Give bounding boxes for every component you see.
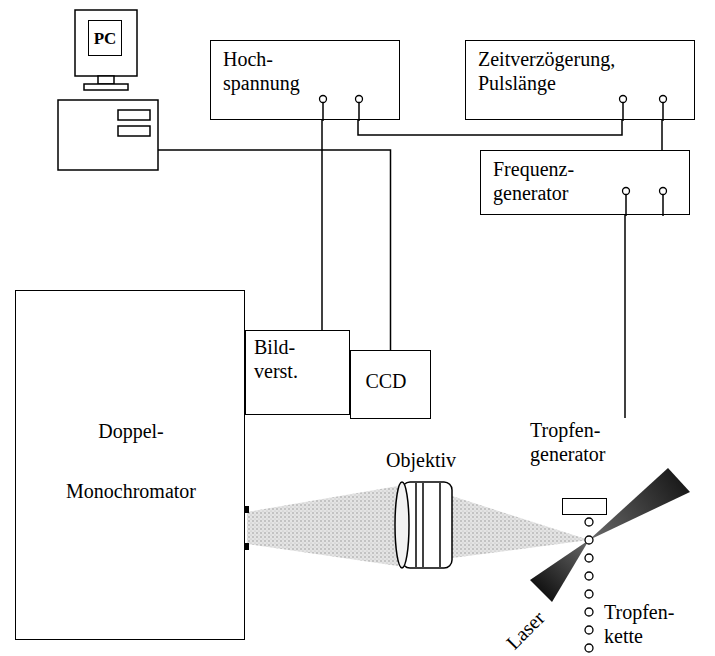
droplet [585, 608, 593, 616]
monitor [75, 10, 137, 76]
monitor-base [84, 84, 128, 90]
node-label: CCD [351, 351, 421, 411]
delay-generator-box: Zeitverzögerung, Pulslänge [465, 40, 695, 120]
node-label: Bild- verst. [254, 335, 318, 383]
droplet [585, 536, 593, 544]
droplet [585, 644, 593, 652]
droplet-generator-body [562, 498, 607, 515]
jack-socket [356, 96, 363, 103]
droplet [585, 572, 593, 580]
droplet-chain-label: Tropfen- kette [604, 600, 684, 648]
node-label: Doppel- Monochromator [56, 401, 206, 521]
jack-socket [660, 188, 667, 195]
cable [321, 120, 323, 330]
frequency-generator-box: Frequenz- generator [480, 150, 690, 215]
monochromator-box: Doppel- Monochromator [15, 290, 245, 640]
node-label: Hoch- spannung [223, 47, 323, 95]
cable [661, 120, 663, 150]
cable [624, 215, 626, 418]
jack-socket [320, 96, 327, 103]
power-supply-box: Hoch- spannung [210, 40, 400, 120]
jack-socket [620, 96, 627, 103]
laser-label: Laser [501, 606, 549, 654]
objective-lens [395, 482, 452, 568]
lens-label: Objektiv [386, 448, 456, 472]
droplet-generator: Tropfen- generator [520, 418, 640, 518]
drive-slot [118, 126, 150, 136]
jack-socket [660, 96, 667, 103]
node-label: Zeitverzögerung, Pulslänge [478, 47, 643, 95]
computer-tower [58, 100, 158, 170]
computer-icon [58, 10, 158, 170]
node-label: PC [88, 20, 122, 56]
laser-beam [530, 540, 589, 602]
monitor-stand [98, 76, 114, 84]
drive-slot [118, 110, 150, 120]
computer: PC [58, 8, 158, 173]
ccd-box: CCD [350, 350, 431, 419]
droplet [585, 626, 593, 634]
droplet-chain [585, 518, 593, 652]
droplet [585, 518, 593, 526]
droplet [585, 554, 593, 562]
light-cone [247, 486, 398, 566]
node-label: Tropfen- generator [530, 418, 630, 466]
node-label: Frequenz- generator [493, 157, 593, 205]
droplet [585, 590, 593, 598]
cable [358, 120, 622, 135]
image-intensifier-box: Bild- verst. [245, 330, 350, 415]
jack-socket [623, 188, 630, 195]
